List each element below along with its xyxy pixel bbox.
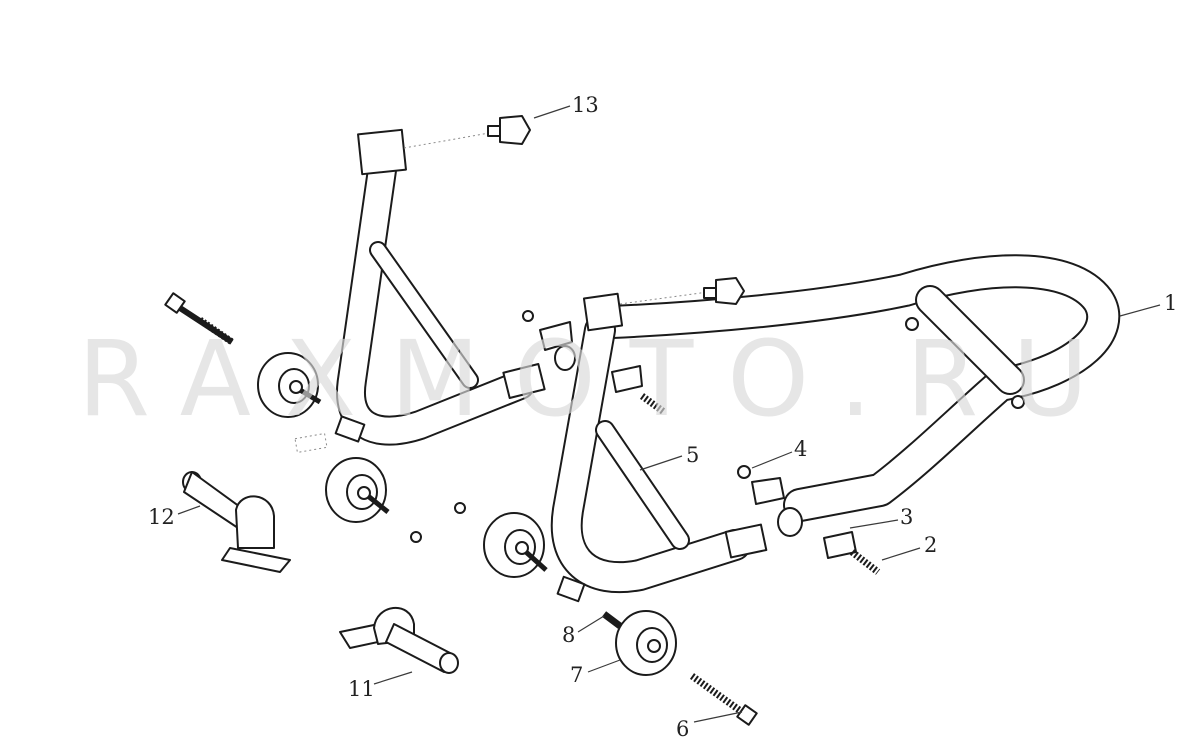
- wheel-center: [454, 502, 548, 578]
- part-13-adjust-knob: [403, 115, 531, 149]
- left-stand-frame: [334, 128, 546, 446]
- part-4-nut: [737, 465, 751, 479]
- callout-13: 13: [572, 93, 599, 117]
- callout-3: 3: [900, 505, 913, 529]
- wheel-left-upper: [257, 352, 322, 418]
- bolt-left-long: [164, 292, 234, 345]
- callout-6: 6: [676, 717, 689, 741]
- callout-11: 11: [348, 677, 375, 701]
- wheel-left-lower: [294, 432, 422, 543]
- callout-7: 7: [570, 663, 583, 687]
- part-7-wheel: [615, 610, 677, 676]
- leader-lines: [177, 105, 1161, 723]
- part-12-support-pin: [182, 471, 291, 573]
- part-5-front-frame: [550, 292, 768, 603]
- part-6-bolt: [689, 673, 758, 726]
- callout-labels: 1 2 3 4 5 6 7 8 11 12 13: [148, 93, 1177, 741]
- callout-2: 2: [924, 533, 937, 557]
- callout-1: 1: [1164, 291, 1177, 315]
- callout-12: 12: [148, 505, 175, 529]
- part-1-rear-frame: [595, 254, 1121, 522]
- callout-8: 8: [562, 623, 575, 647]
- callout-5: 5: [686, 443, 699, 467]
- part-2-bolt: [849, 549, 881, 575]
- callout-4: 4: [794, 437, 807, 461]
- part-3-clamp: [751, 477, 857, 559]
- part-8-pin: [601, 611, 623, 629]
- part-11-support-pin: [339, 607, 459, 674]
- clamp-upper: [522, 310, 667, 415]
- knob-rear-frame: [619, 277, 745, 305]
